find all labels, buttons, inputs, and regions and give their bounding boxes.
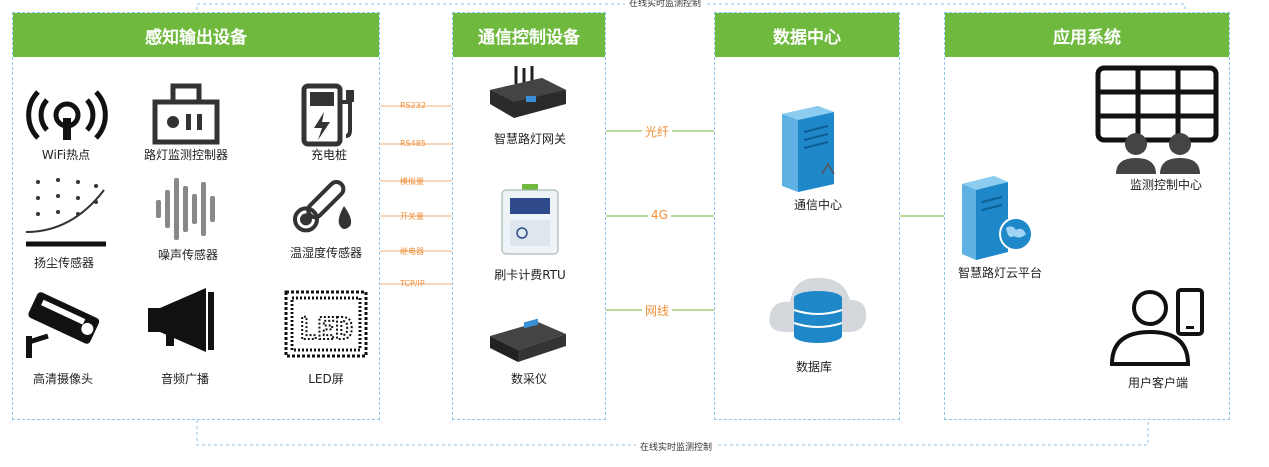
dust-sensor-label: 扬尘传感器 (33, 256, 95, 270)
interface-analog: 模拟量 (400, 177, 424, 186)
interface-tcpip: TCP/IP (400, 279, 425, 288)
database-label: 数据库 (795, 360, 833, 374)
noise-sensor-label: 噪声传感器 (157, 248, 219, 262)
thermometer-icon (292, 180, 352, 233)
sensing-panel-title: 感知输出设备 (13, 13, 379, 57)
dust-sensor-icon (25, 178, 106, 247)
top-loop-label: 在线实时监测控制 (625, 0, 706, 9)
gateway-icon (490, 66, 566, 118)
loudspeaker-label: 音频广播 (160, 372, 210, 386)
loudspeaker-icon (148, 288, 214, 352)
monitor-controller-icon (152, 83, 220, 145)
datacenter-panel: 数据中心 (714, 12, 900, 420)
data-collector-icon (490, 318, 566, 362)
wifi-hotspot-label: WiFi热点 (41, 148, 91, 162)
link-fiber-label: 光纤 (642, 123, 673, 140)
comm-panel-title: 通信控制设备 (453, 13, 605, 57)
monitor-center-label: 监测控制中心 (1129, 178, 1203, 192)
link-cable-label: 网线 (642, 302, 673, 319)
gateway-label: 智慧路灯网关 (493, 132, 567, 146)
cloud-platform-label: 智慧路灯云平台 (957, 266, 1043, 280)
comm-center-label: 通信中心 (793, 198, 843, 212)
camera-label: 高清摄像头 (32, 372, 94, 386)
charging-pile-label: 充电桩 (310, 148, 348, 162)
datacenter-panel-title: 数据中心 (715, 13, 899, 57)
user-client-label: 用户客户端 (1127, 376, 1189, 390)
led-screen-label: LED屏 (308, 372, 344, 386)
camera-icon (26, 292, 100, 358)
card-rtu-label: 刷卡计费RTU (494, 268, 566, 282)
card-rtu-icon (501, 184, 559, 255)
interface-relay: 继电器 (400, 247, 424, 256)
monitor-controller-label: 路灯监测控制器 (143, 148, 229, 162)
server-icon (782, 106, 835, 192)
charging-pile-icon (301, 83, 354, 147)
app-panel-title: 应用系统 (945, 13, 1229, 57)
video-wall-icon (1095, 65, 1219, 174)
noise-sensor-icon (156, 178, 215, 240)
link-4g-label: 4G (648, 208, 671, 222)
database-icon (769, 277, 867, 343)
bottom-loop-label: 在线实时监测控制 (636, 440, 717, 453)
wifi-hotspot-icon (26, 90, 108, 140)
data-collector-label: 数采仪 (510, 372, 548, 386)
user-client-icon (1109, 288, 1204, 366)
led-screen-icon: LED (284, 290, 368, 358)
svg-text:LED: LED (299, 312, 353, 347)
cloud-platform-icon (962, 176, 1033, 260)
interface-switch: 开关量 (400, 212, 424, 221)
temp-humidity-label: 温湿度传感器 (289, 246, 363, 260)
interface-rs232: RS232 (400, 101, 426, 110)
interface-rs485: RS485 (400, 139, 426, 148)
